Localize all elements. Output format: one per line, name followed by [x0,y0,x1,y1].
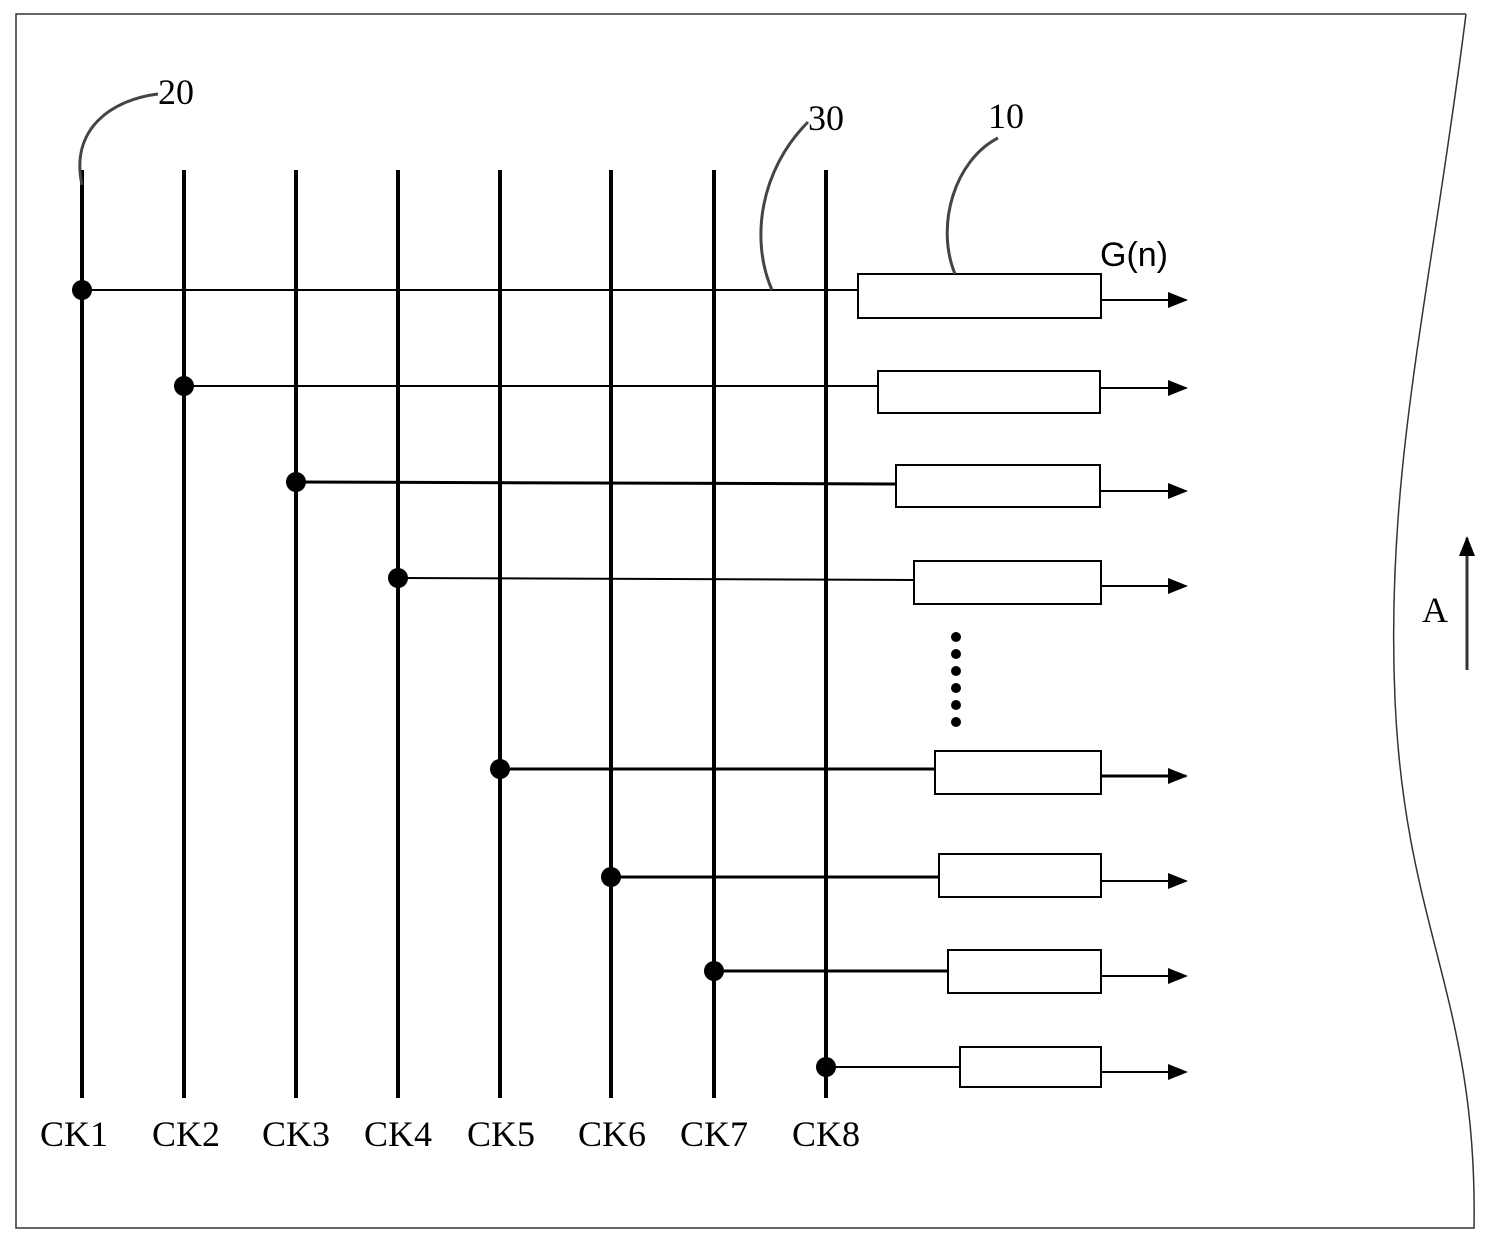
clock-label-ck2: CK2 [152,1114,220,1154]
ellipsis-dots [951,632,961,727]
junction-dot [490,759,510,779]
junction-dot [816,1057,836,1077]
junction-dot [704,961,724,981]
leader-line-20 [78,92,159,186]
connection-wires [82,289,960,1068]
clock-label-ck5: CK5 [467,1114,535,1154]
panel-border [15,13,1475,1229]
leader-lines [78,92,999,291]
leader-line-30 [759,120,810,291]
ellipsis-dot [951,683,961,693]
clock-bus-lines [80,170,828,1098]
output-label: G(n) [1100,236,1168,274]
shift-register-unit [895,464,1101,508]
shift-register-units [857,273,1102,1088]
junction-dot [286,472,306,492]
clock-label-ck3: CK3 [262,1114,330,1154]
ellipsis-dot [951,666,961,676]
ellipsis-dot [951,632,961,642]
reference-label-10: 10 [988,96,1024,136]
connection-wire [397,577,915,581]
clock-labels: CK1 CK2 CK3 CK4 CK5 CK6 CK7 CK8 [40,1114,860,1154]
clock-label-ck7: CK7 [680,1114,748,1154]
clock-label-ck4: CK4 [364,1114,432,1154]
leader-line-10 [945,136,999,275]
shift-register-unit [959,1046,1102,1088]
shift-register-unit [857,273,1102,319]
reference-label-30: 30 [808,98,844,138]
ellipsis-dot [951,649,961,659]
output-arrows [1100,292,1188,1080]
shift-register-unit [938,853,1102,898]
junction-dot [601,867,621,887]
junction-dot [388,568,408,588]
shift-register-unit [913,560,1102,605]
direction-label: A [1422,590,1448,630]
junction-dot [72,280,92,300]
junction-dot [174,376,194,396]
shift-register-unit [934,750,1102,795]
connection-wire [295,480,897,486]
ellipsis-dot [951,700,961,710]
clock-label-ck8: CK8 [792,1114,860,1154]
shift-register-unit [877,370,1101,414]
junction-dots [72,280,836,1077]
clock-label-ck6: CK6 [578,1114,646,1154]
clock-label-ck1: CK1 [40,1114,108,1154]
ellipsis-dot [951,717,961,727]
shift-register-unit [947,949,1102,994]
reference-label-20: 20 [158,72,194,112]
